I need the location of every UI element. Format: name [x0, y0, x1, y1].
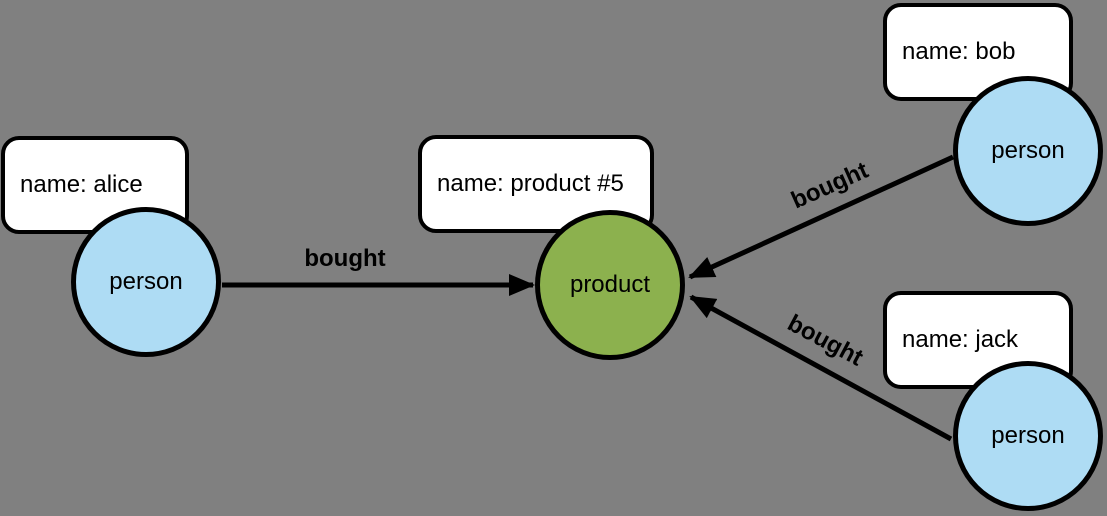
node-label: product: [569, 271, 651, 298]
node-label: person: [991, 422, 1065, 449]
node-person-alice: person: [71, 207, 221, 357]
edge-bob-bought-product: [688, 154, 955, 280]
node-person-jack: person: [953, 361, 1103, 511]
edge-label-alice-bought: bought: [304, 245, 386, 272]
node-product: product: [535, 210, 685, 360]
node-person-bob: person: [953, 76, 1103, 226]
node-label: person: [991, 137, 1065, 164]
property-box-alice: name: alice: [1, 136, 189, 234]
node-label: person: [109, 268, 183, 295]
edge-jack-bought-product: [689, 294, 953, 442]
